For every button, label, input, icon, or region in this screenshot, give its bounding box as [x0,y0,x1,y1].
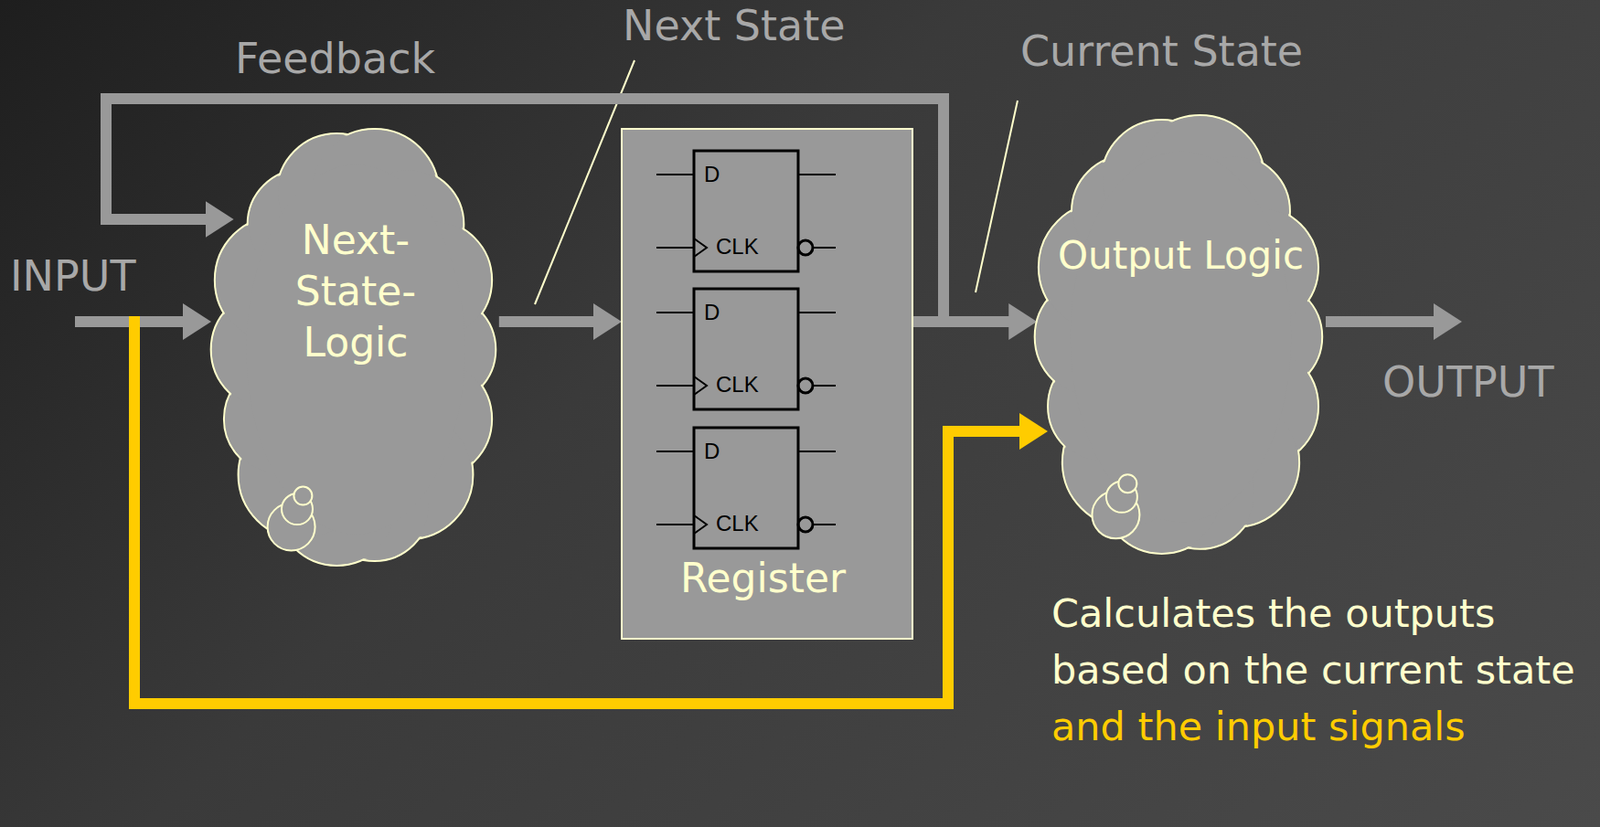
feedback-label: Feedback [234,34,436,84]
signal-connector [499,316,598,328]
output-label: OUTPUT [1382,358,1554,407]
input-label: INPUT [10,252,136,301]
output-wire [1325,316,1439,328]
pin-name: CLK [715,234,759,260]
callout-note-highlight: and the input signals [1051,704,1466,750]
pin-name: D [704,438,720,465]
node-label: Output Logic [1030,231,1333,280]
next-state-logic-cloud: Next- State- Logic [209,128,502,572]
leader-line [975,100,1018,293]
callout-text: Calculates the outputs based on the curr… [1051,585,1593,756]
pin-name: CLK [715,511,759,537]
output-logic-cloud: Output Logic [1033,114,1329,560]
pin-name: D [704,299,720,326]
callout-note: Calculates the outputs based on the curr… [1051,590,1576,694]
register-box: Register [620,128,914,640]
pin-name: D [704,161,720,188]
node-label: Next- State- Logic [268,214,443,369]
pin-name: CLK [715,372,759,398]
signal-label: Current State [1020,27,1303,76]
signal-label: Next State [622,1,846,51]
cloud-outline [1033,114,1329,560]
node-label: Register [626,553,901,605]
